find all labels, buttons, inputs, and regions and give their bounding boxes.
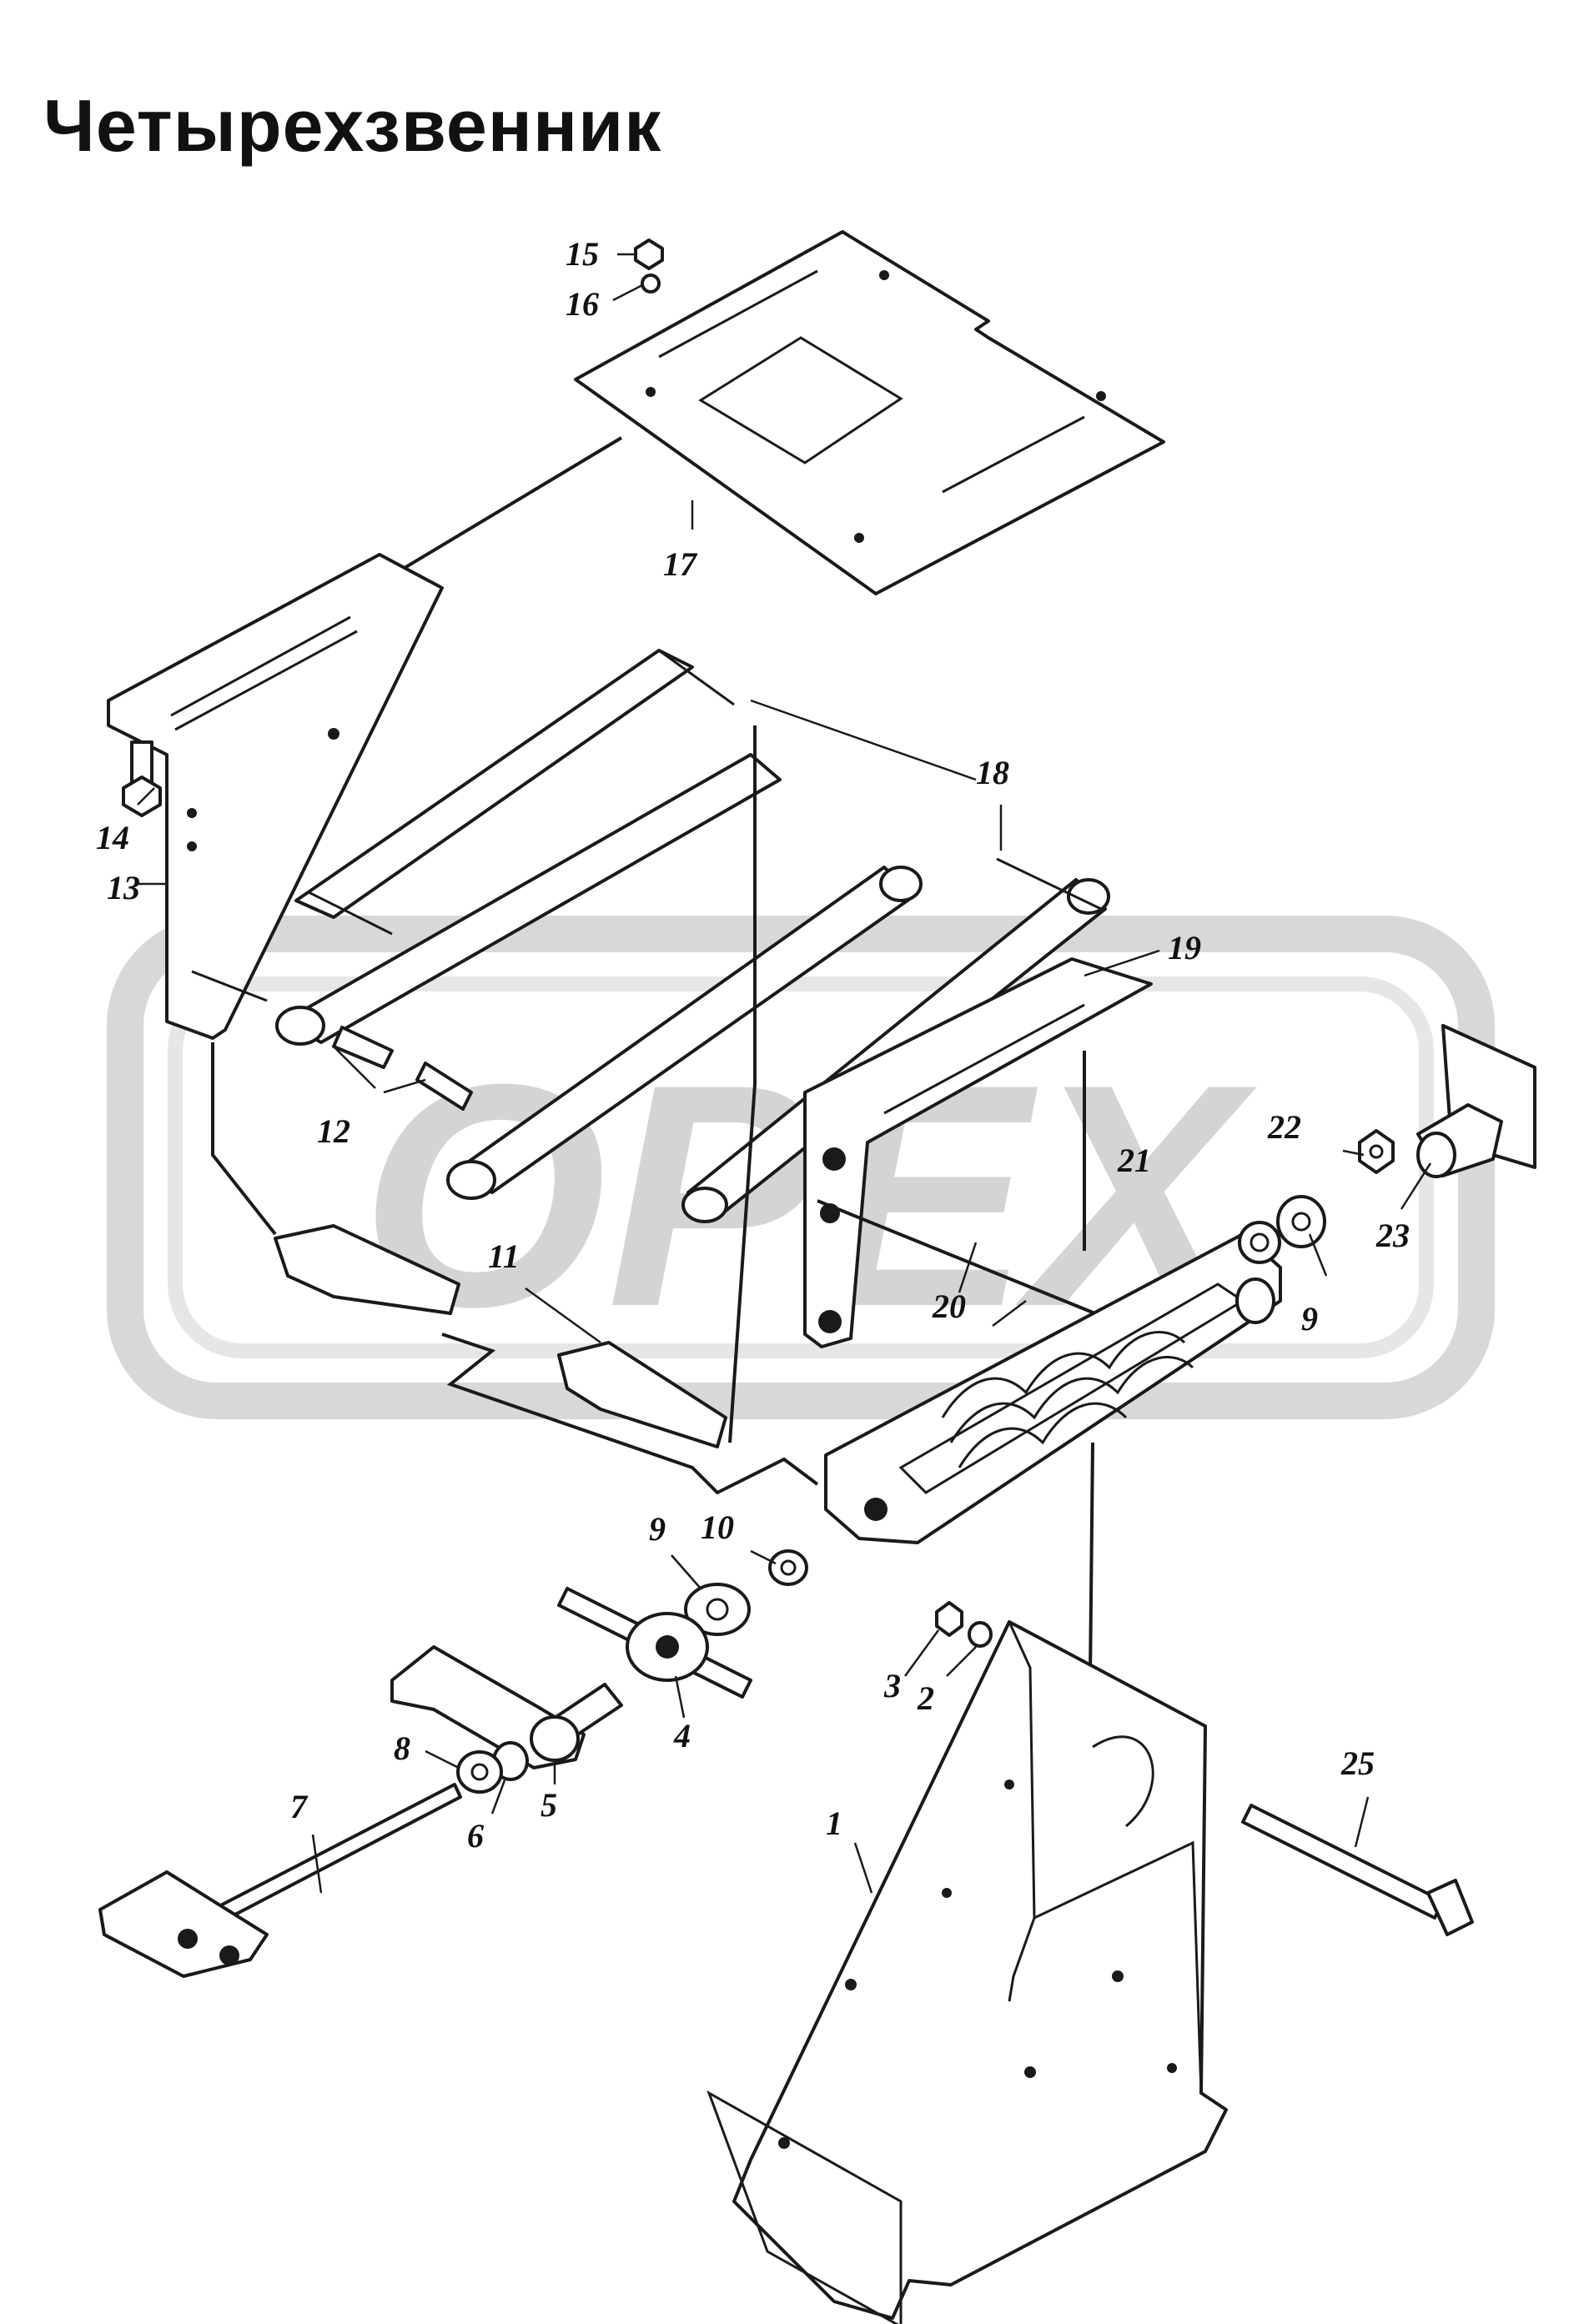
- label-21: 21: [1117, 1142, 1151, 1179]
- washer-2: [968, 1621, 993, 1648]
- eye-bolt-4: [557, 1587, 752, 1699]
- label-23: 23: [1375, 1217, 1410, 1254]
- label-7: 7: [290, 1788, 309, 1825]
- nut-15: [634, 238, 664, 270]
- label-9-lower: 9: [649, 1510, 666, 1548]
- bracket-13: [107, 553, 444, 1040]
- bracket-23: [1416, 1024, 1536, 1178]
- label-6: 6: [467, 1817, 484, 1855]
- levers-11: [274, 1224, 727, 1448]
- label-3: 3: [883, 1667, 901, 1704]
- pin-12: [332, 1026, 473, 1111]
- label-4: 4: [673, 1717, 691, 1754]
- label-9-right: 9: [1301, 1300, 1318, 1338]
- label-25: 25: [1340, 1744, 1375, 1782]
- label-5: 5: [541, 1786, 557, 1824]
- bolt-25: [1241, 1804, 1474, 1936]
- label-1: 1: [826, 1804, 842, 1842]
- label-16: 16: [566, 285, 599, 323]
- label-10: 10: [701, 1508, 734, 1546]
- label-17: 17: [663, 545, 698, 583]
- washer-9-right: [1276, 1195, 1326, 1248]
- washer-16: [641, 274, 661, 294]
- label-11: 11: [488, 1237, 520, 1275]
- washer-20: [1238, 1221, 1281, 1264]
- base-bracket-1: [706, 1620, 1228, 2324]
- plate-17: [574, 230, 1165, 595]
- label-12: 12: [317, 1112, 350, 1150]
- label-15: 15: [566, 235, 599, 273]
- nut-3: [935, 1601, 963, 1637]
- washer-9-lower: [684, 1583, 751, 1636]
- leader-lines: [137, 253, 1432, 1894]
- label-19: 19: [1168, 929, 1201, 966]
- label-20: 20: [932, 1287, 966, 1325]
- label-18: 18: [976, 754, 1009, 791]
- label-13: 13: [107, 869, 140, 906]
- rod-7: [98, 1783, 462, 1978]
- washer-10: [768, 1549, 808, 1586]
- nut-22: [1358, 1129, 1395, 1174]
- label-22: 22: [1267, 1108, 1301, 1146]
- label-14: 14: [96, 819, 129, 856]
- bolt-14: [122, 740, 162, 817]
- washer-8: [456, 1750, 503, 1794]
- label-2: 2: [917, 1679, 934, 1717]
- label-8: 8: [394, 1729, 410, 1767]
- bracket-5: [390, 1645, 623, 1769]
- page-title: Четырехзвенник: [43, 84, 662, 167]
- part-labels: 15 16 17 14 13 18 19 12 11 21 20 22 23 9…: [96, 235, 1410, 1855]
